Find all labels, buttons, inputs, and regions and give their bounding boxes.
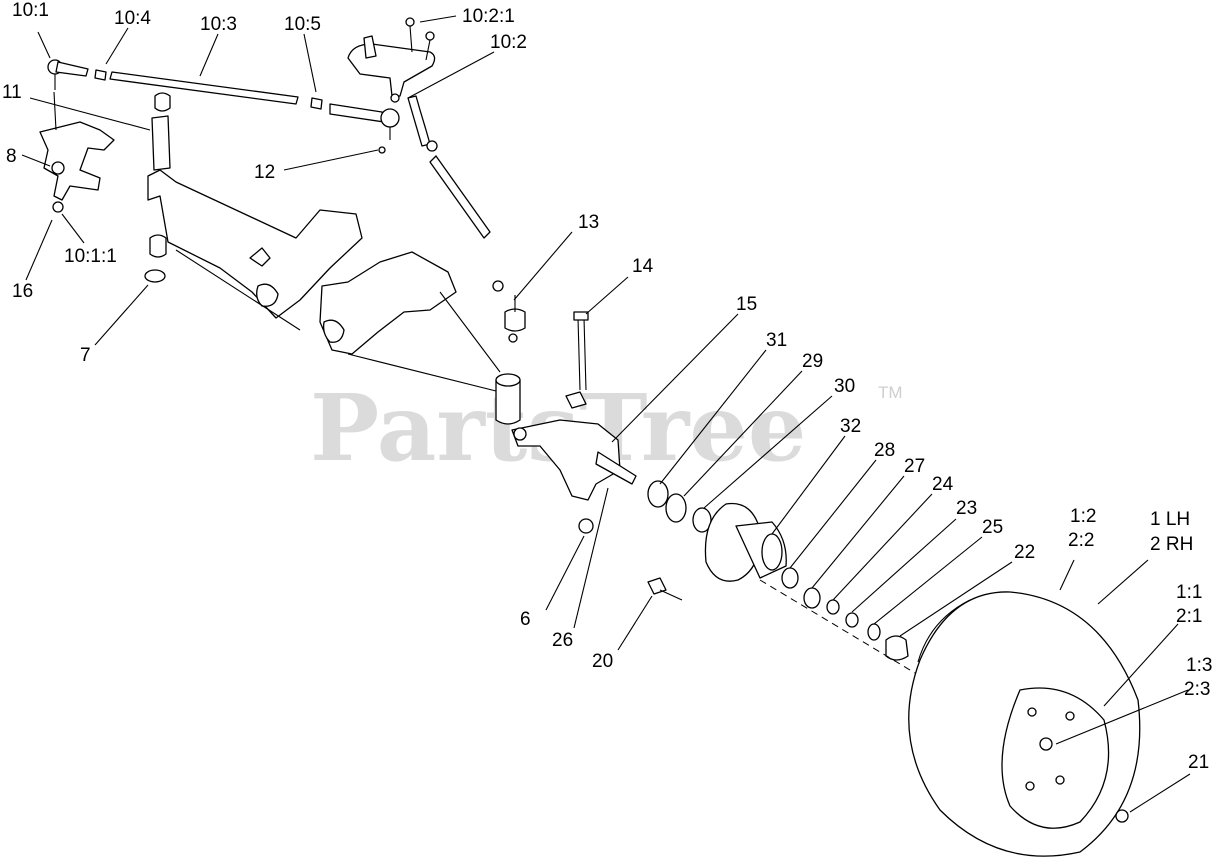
callout-32: 32 xyxy=(840,416,861,437)
callout-2-rh: 2 RH xyxy=(1150,534,1193,555)
callout-27: 27 xyxy=(904,456,925,477)
callout-20: 20 xyxy=(592,651,613,672)
callout-22: 22 xyxy=(1014,542,1035,563)
callout-23: 23 xyxy=(956,498,977,519)
watermark-trademark: TM xyxy=(878,383,903,402)
callout-1-3: 1:3 xyxy=(1186,655,1212,676)
callout-28: 28 xyxy=(874,440,895,461)
axle-beam xyxy=(144,92,521,425)
callout-14: 14 xyxy=(632,256,654,277)
callout-8: 8 xyxy=(6,146,17,167)
leader-lines xyxy=(21,15,1191,813)
callout-2-2: 2:2 xyxy=(1068,530,1094,551)
callout-12: 12 xyxy=(254,162,275,183)
callout-29: 29 xyxy=(802,351,823,372)
callout-10-5: 10:5 xyxy=(284,14,321,35)
left-steering-arm xyxy=(39,91,115,213)
callout-2-1: 2:1 xyxy=(1176,606,1202,627)
callout-10-1: 10:1 xyxy=(12,0,49,21)
hub-assembly xyxy=(647,480,909,661)
callout-31: 31 xyxy=(766,330,787,351)
callout-16: 16 xyxy=(12,281,33,302)
callout-7: 7 xyxy=(80,345,91,366)
wheel-tire xyxy=(908,591,1141,857)
steering-bracket xyxy=(347,17,436,103)
tie-rod-assembly xyxy=(47,59,400,154)
callout-1-1: 1:1 xyxy=(1176,582,1202,603)
callout-15: 15 xyxy=(736,294,757,315)
callout-26: 26 xyxy=(552,630,573,651)
callout-10-2-1: 10:2:1 xyxy=(462,6,515,27)
callout-10-3: 10:3 xyxy=(200,14,237,35)
callout-24: 24 xyxy=(932,474,954,495)
spindle xyxy=(511,311,637,534)
callout-10-1-1: 10:1:1 xyxy=(64,246,117,267)
callout-6: 6 xyxy=(520,609,531,630)
callout-21: 21 xyxy=(1188,752,1209,773)
callout-10-2: 10:2 xyxy=(490,32,527,53)
drag-link xyxy=(407,95,526,343)
callout-11: 11 xyxy=(2,82,22,103)
callout-1-2: 1:2 xyxy=(1070,506,1096,527)
callout-30: 30 xyxy=(834,376,855,397)
callout-2-3: 2:3 xyxy=(1184,679,1210,700)
callout-labels: 10:1 10:4 10:3 10:5 10:2:1 10:2 11 8 12 … xyxy=(2,0,1212,773)
callout-13: 13 xyxy=(578,212,599,233)
callout-25: 25 xyxy=(982,517,1003,538)
callout-1-lh: 1 LH xyxy=(1150,509,1190,530)
callout-10-4: 10:4 xyxy=(114,8,151,29)
